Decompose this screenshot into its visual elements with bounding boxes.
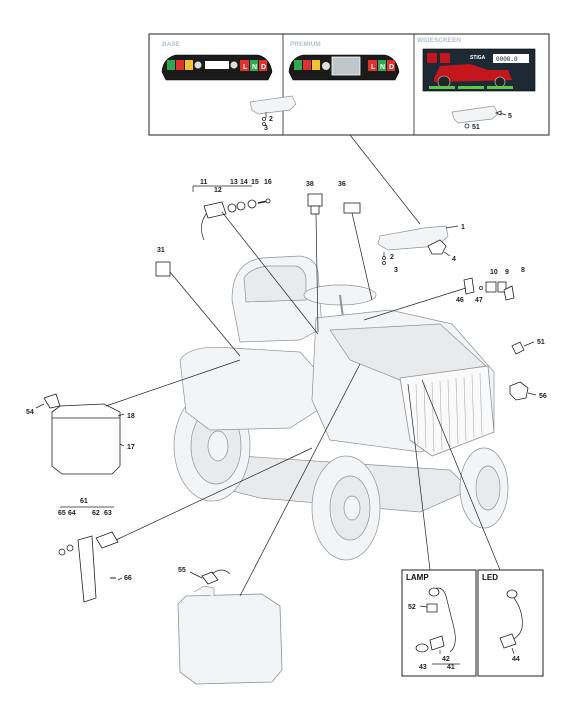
label-54: 54 (26, 409, 34, 416)
label-36: 36 (338, 181, 346, 188)
label-15: 15 (251, 179, 259, 186)
label-18: 18 (127, 413, 135, 420)
label-17: 17 (127, 444, 135, 451)
label-31: 31 (157, 247, 165, 254)
label-64: 64 (68, 510, 76, 517)
label-16: 16 (264, 179, 272, 186)
premium-dashboard-panel: L N D (288, 54, 400, 81)
part-51-clip: 51 (511, 339, 545, 355)
label-3: 3 (394, 267, 398, 274)
premium-gear-d: D (389, 64, 394, 71)
base-gear-d: D (261, 64, 266, 71)
part-fuel-tank: 55 (177, 363, 361, 685)
label-12: 12 (214, 187, 222, 194)
label-46: 46 (456, 297, 464, 304)
label-13: 13 (230, 179, 238, 186)
base-dashboard-panel: L N D (161, 54, 273, 81)
part-31-sensor: 31 (155, 247, 241, 357)
premium-gear-l: L (371, 64, 376, 71)
part-1-dashboard-bracket: 1 2 3 4 (377, 224, 465, 274)
panel-title-base: BASE (162, 41, 181, 48)
label-top-2: 2 (269, 116, 273, 123)
label-8: 8 (521, 267, 525, 274)
led-detail-box: LED 44 (421, 379, 544, 677)
label-55: 55 (178, 567, 186, 574)
led-box-title: LED (482, 573, 498, 582)
part-ignition-group: 11 12 13 14 15 16 (192, 179, 319, 335)
label-56: 56 (539, 393, 547, 400)
label-44: 44 (512, 656, 520, 663)
base-bracket-part: 2 3 (249, 95, 297, 132)
lamp-box-title: LAMP (406, 573, 429, 582)
part-light-switch-group: 46 47 10 9 8 (363, 267, 525, 321)
label-top-5: 5 (508, 113, 512, 120)
label-9: 9 (505, 269, 509, 276)
label-38: 38 (306, 181, 314, 188)
base-gear-l: L (243, 64, 248, 71)
tractor-illustration (173, 255, 509, 561)
label-61: 61 (80, 498, 88, 505)
widescreen-display-panel: STIGA 0000.0 (422, 48, 536, 92)
premium-gear-n: N (380, 64, 385, 71)
base-gear-n: N (252, 64, 257, 71)
label-14: 14 (240, 179, 248, 186)
label-2: 2 (390, 254, 394, 261)
label-63: 63 (104, 510, 112, 517)
lamp-detail-box: LAMP 52 42 43 41 (401, 383, 477, 677)
label-1: 1 (461, 224, 465, 231)
part-seat-switch-bracket: 61 65 64 62 63 66 (58, 447, 313, 603)
panel-title-widescreen: WIDESCREEN (417, 37, 461, 44)
widescreen-bracket-part: 5 51 (451, 105, 512, 131)
leader-box-to-panel (349, 134, 421, 225)
label-42: 42 (442, 656, 450, 663)
widescreen-reading: 0000.0 (496, 56, 518, 63)
part-36-switch: 36 (338, 181, 373, 301)
widescreen-brand: STIGA (470, 55, 486, 61)
label-47: 47 (475, 297, 483, 304)
label-66: 66 (124, 575, 132, 582)
label-11: 11 (200, 179, 208, 186)
label-10: 10 (490, 269, 498, 276)
part-38-switch: 38 (306, 181, 323, 333)
label-top-3: 3 (264, 125, 268, 132)
part-56-cap: 56 (509, 381, 547, 401)
label-52: 52 (408, 604, 416, 611)
panel-title-premium: PREMIUM (290, 41, 321, 48)
label-4: 4 (452, 256, 456, 263)
part-battery: 54 18 17 (26, 359, 241, 475)
label-top-51: 51 (472, 124, 480, 131)
label-65: 65 (58, 510, 66, 517)
label-51: 51 (537, 339, 545, 346)
label-62: 62 (92, 510, 100, 517)
label-41: 41 (447, 664, 455, 671)
label-43: 43 (419, 664, 427, 671)
dashboard-variants-box: BASE PREMIUM WIDESCREEN L N D 2 3 (148, 33, 550, 136)
